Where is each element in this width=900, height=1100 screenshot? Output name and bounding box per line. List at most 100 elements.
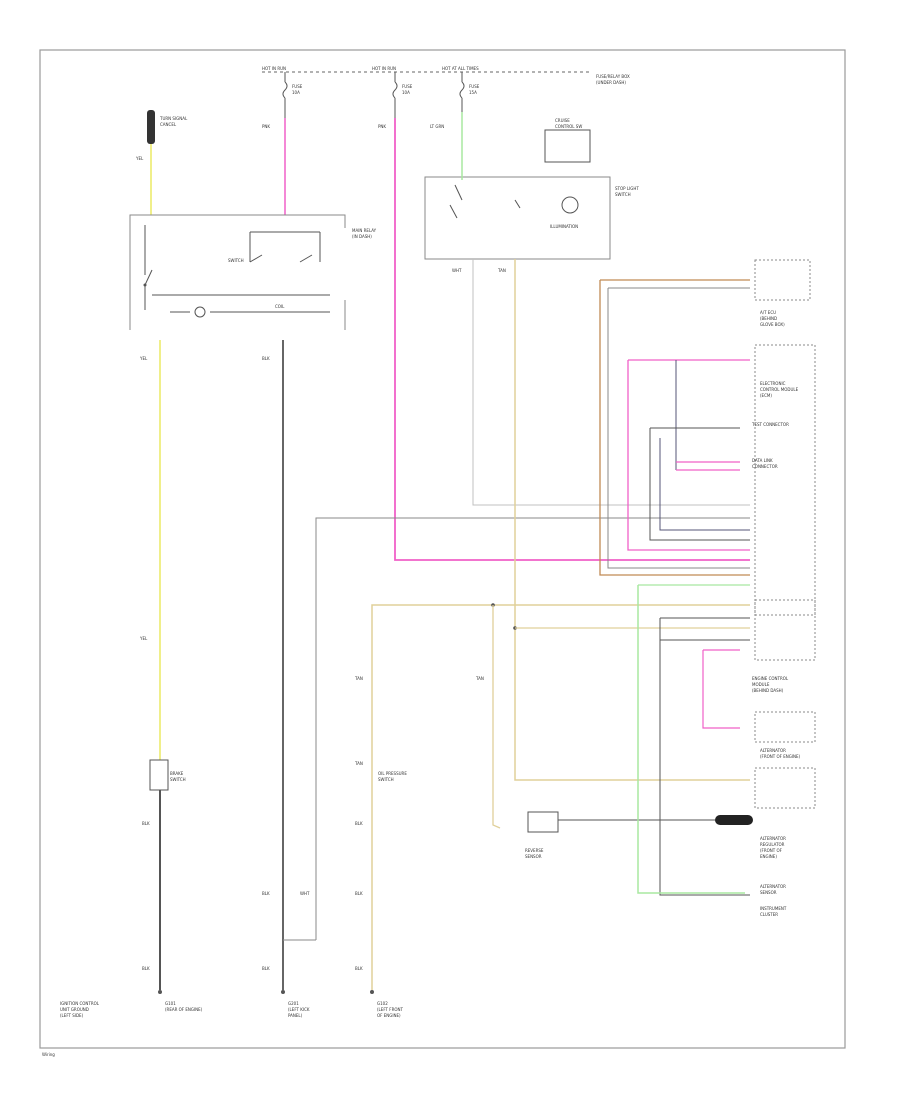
ground-mid-2: (REAR OF ENGINE): [165, 1007, 203, 1012]
label-cancel: CANCEL: [160, 122, 177, 127]
instrument-cluster: INSTRUMENT CLUSTER: [760, 906, 787, 917]
label-hot-run-2: HOT IN RUN: [372, 66, 396, 71]
wire-label-tan-2: TAN: [354, 676, 363, 681]
ecm-sub: CONTROL MODULE: [760, 387, 799, 392]
alternator-label: ALTERNATOR: [760, 748, 786, 753]
at-ecu-sub2: GLOVE BOX): [760, 322, 785, 327]
alt-reg-label: ALTERNATOR: [760, 836, 786, 841]
wire-label-wht-1: WHT: [300, 891, 310, 896]
fuse-2-amp: 10A: [402, 90, 410, 95]
ground-left-3: (LEFT SIDE): [60, 1013, 84, 1018]
oil-pressure-switch: OIL PRESSURE SWITCH: [378, 771, 407, 782]
data-link-label: DATA LINK: [752, 458, 773, 463]
data-link-connector: DATA LINK CONNECTOR: [752, 458, 778, 469]
wire-tan-stop: [514, 259, 750, 781]
wire-label-tan-3: TAN: [354, 761, 363, 766]
fuse-3: FUSE 15A: [459, 72, 480, 112]
wire-label-wht-2: WHT: [452, 268, 462, 273]
wire-label-blk-1: BLK: [142, 821, 150, 826]
label-fuse-box-sub: (UNDER DASH): [596, 80, 626, 85]
wire-label-grn-1: LT GRN: [430, 124, 444, 129]
fuse-2: FUSE 10A: [392, 72, 413, 118]
ground-c-2: (LEFT KICK: [288, 1007, 310, 1012]
wire-label-blk-7: BLK: [355, 891, 363, 896]
wire-label-blk-6: BLK: [355, 821, 363, 826]
electronic-control-module: ELECTRONIC CONTROL MODULE (ECM): [754, 344, 816, 616]
main-relay-sub: (IN DASH): [352, 234, 372, 239]
ground-r-3: OF ENGINE): [377, 1013, 401, 1018]
data-link-sub: CONNECTOR: [752, 464, 778, 469]
wire-label-pnk-2: PNK: [378, 124, 386, 129]
ecm-label: ELECTRONIC: [760, 381, 786, 386]
ground-r-2: (LEFT FRONT: [377, 1007, 403, 1012]
alt-sensor-label: ALTERNATOR: [760, 884, 786, 889]
main-relay: MAIN RELAY (IN DASH) COIL SWITCH: [129, 214, 377, 330]
instrument-cluster-sub: CLUSTER: [760, 912, 778, 917]
alt-reg-sub2: (FRONT OF: [760, 848, 783, 853]
alt-reg-sub: REGULATOR: [760, 842, 785, 847]
coil-label: COIL: [275, 304, 285, 309]
fuse-1-amp: 10A: [292, 90, 300, 95]
ground-mid-1: G101: [165, 1001, 176, 1006]
engine-control-module: ENGINE CONTROL MODULE (BEHIND DASH): [752, 599, 816, 693]
test-connector-label: TEST CONNECTOR: [751, 422, 789, 427]
alt-reg-sub3: ENGINE): [760, 854, 777, 859]
ecm-sub2: (ECM): [760, 393, 772, 398]
wire-label-blk-3: BLK: [262, 356, 270, 361]
wire-label-pnk-1: PNK: [262, 124, 270, 129]
label-turn-signal: TURN SIGNAL: [159, 116, 188, 121]
ground-center: G201 (LEFT KICK PANEL): [288, 1001, 310, 1018]
ground-left-1: IGNITION CONTROL: [60, 1001, 100, 1006]
at-ecu-label: A/T ECU: [760, 310, 776, 315]
engine-module-label: ENGINE CONTROL: [752, 676, 789, 681]
wire-label-tan-4: TAN: [475, 676, 484, 681]
wire-label-ylw-1: YEL: [135, 156, 144, 161]
fuse-3-amp: 15A: [469, 90, 477, 95]
diagram-frame: [39, 49, 846, 1049]
alternator-sensor-connector: [715, 815, 753, 825]
wire-label-tan-1: TAN: [497, 268, 506, 273]
brake-switch-label: BRAKE: [170, 771, 184, 776]
alternator-sub: (FRONT OF ENGINE): [760, 754, 801, 759]
cruise-switch-label: CRUISE: [555, 118, 570, 123]
wire-gray-1: [315, 517, 750, 940]
ground-mid: G101 (REAR OF ENGINE): [165, 990, 285, 1012]
ground-c-1: G201: [288, 1001, 299, 1006]
alt-sensor-sub: SENSOR: [760, 890, 777, 895]
wire-green-long: [637, 585, 745, 894]
brake-switch: BRAKE SWITCH: [149, 759, 186, 791]
wire-tan-pressure: [371, 604, 750, 990]
ground-c-3: PANEL): [288, 1013, 303, 1018]
stop-light-switch: STOP LIGHT SWITCH ILLUMINATION: [424, 176, 639, 260]
wire-lightgray-stop: [472, 259, 750, 506]
cruise-switch-sub: CONTROL SW: [555, 124, 582, 129]
wire-orange-1: [599, 280, 750, 576]
ground-right: G102 (LEFT FRONT OF ENGINE): [370, 990, 403, 1018]
fuse-3-name: FUSE: [469, 84, 480, 89]
engine-module-sub2: (BEHIND DASH): [752, 688, 784, 693]
reverse-sensor: REVERSE SENSOR: [525, 811, 559, 859]
rev-sensor-label: REVERSE: [525, 848, 544, 853]
wire-label-ylw-3: YEL: [139, 636, 148, 641]
ground-r-1: G102: [377, 1001, 388, 1006]
cruise-switch: CRUISE CONTROL SW: [544, 118, 591, 163]
fuse-1-name: FUSE: [292, 84, 303, 89]
label-fuse-box: FUSE/RELAY BOX: [596, 74, 630, 79]
rev-sensor-sub: SENSOR: [525, 854, 542, 859]
alternator: ALTERNATOR (FRONT OF ENGINE): [754, 711, 816, 759]
instrument-cluster-label: INSTRUMENT: [760, 906, 787, 911]
fuse-1: FUSE 10A: [282, 72, 303, 118]
wire-label-ylw-2: YEL: [139, 356, 148, 361]
oil-pressure-label: OIL PRESSURE: [378, 771, 407, 776]
label-hot-run-1: HOT IN RUN: [262, 66, 286, 71]
turn-signal-cancel-component: TURN SIGNAL CANCEL: [147, 110, 188, 144]
main-relay-label: MAIN RELAY: [352, 228, 377, 233]
footer-ref: Wiring: [42, 1052, 55, 1057]
brake-switch-sub: SWITCH: [170, 777, 186, 782]
wire-label-blk-8: BLK: [355, 966, 363, 971]
stop-switch-sub: SWITCH: [615, 192, 631, 197]
wire-label-blk-4: BLK: [262, 891, 270, 896]
switch-label: SWITCH: [228, 258, 244, 263]
wire-label-blk-5: BLK: [262, 966, 270, 971]
